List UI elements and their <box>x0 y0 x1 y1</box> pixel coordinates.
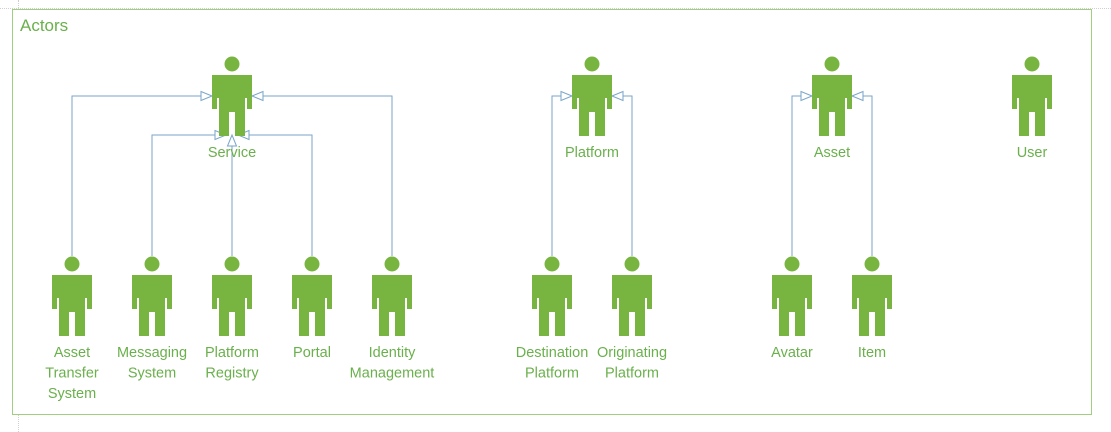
actor-portal <box>292 256 332 336</box>
actor-label-line: Avatar <box>771 345 813 361</box>
page-guide-top <box>0 8 1111 9</box>
actor-asset-transfer-system <box>52 256 92 336</box>
actor-label-line: Platform <box>605 366 659 382</box>
generalization-line <box>151 134 215 256</box>
actor-label-item: Item <box>858 345 886 361</box>
actor-label-line: Asset <box>54 345 90 361</box>
actor-user <box>1012 56 1052 136</box>
actor-body <box>772 275 812 336</box>
actor-label-line: User <box>1017 145 1048 161</box>
actor-label-line: Service <box>208 145 256 161</box>
actor-label-user: User <box>1017 145 1048 161</box>
actor-label-platform: Platform <box>565 145 619 161</box>
actor-label-line: Identity <box>369 345 416 361</box>
actor-destination-platform <box>532 256 572 336</box>
actor-identity-management <box>372 256 412 336</box>
actor-body <box>372 275 412 336</box>
generalization-line <box>263 95 393 256</box>
generalization-arrowhead <box>560 90 574 102</box>
actor-avatar <box>772 256 812 336</box>
actor-body <box>292 275 332 336</box>
generalization-line <box>863 95 873 256</box>
actor-label-line: System <box>48 386 96 402</box>
actor-label-asset: Asset <box>814 145 850 161</box>
generalization-arrowhead <box>800 90 814 102</box>
actor-body <box>812 75 852 136</box>
actor-label-line: Portal <box>293 345 331 361</box>
actor-body <box>1012 75 1052 136</box>
actor-label-line: Platform <box>565 145 619 161</box>
actor-head <box>584 56 600 72</box>
actor-body <box>612 275 652 336</box>
actor-originating-platform <box>612 256 652 336</box>
actor-label-line: Platform <box>525 366 579 382</box>
actor-head <box>224 56 240 72</box>
actor-service <box>212 56 252 136</box>
actor-body <box>132 275 172 336</box>
generalization-line <box>71 95 201 256</box>
actor-label-line: System <box>128 366 176 382</box>
generalization-arrowhead <box>250 90 264 102</box>
actor-label-portal: Portal <box>293 345 331 361</box>
actor-body <box>212 275 252 336</box>
actor-platform-registry <box>212 256 252 336</box>
actor-label-service: Service <box>208 145 256 161</box>
actor-head <box>544 256 560 272</box>
actor-head <box>864 256 880 272</box>
actor-platform <box>572 56 612 136</box>
generalization-arrowhead <box>610 90 624 102</box>
actor-label-line: Originating <box>597 345 667 361</box>
actor-head <box>824 56 840 72</box>
generalization-line <box>791 95 801 256</box>
actor-body <box>532 275 572 336</box>
frame-title: Actors <box>20 16 69 35</box>
actor-head <box>144 256 160 272</box>
actor-label-line: Messaging <box>117 345 187 361</box>
generalization-arrowhead <box>200 90 214 102</box>
actor-head <box>224 256 240 272</box>
actor-label-line: Platform <box>205 345 259 361</box>
actor-head <box>1024 56 1040 72</box>
actor-label-line: Destination <box>516 345 589 361</box>
actor-label-avatar: Avatar <box>771 345 813 361</box>
actor-label-line: Item <box>858 345 886 361</box>
actor-body <box>52 275 92 336</box>
actor-head <box>384 256 400 272</box>
actor-head <box>304 256 320 272</box>
actor-asset <box>812 56 852 136</box>
generalization-line <box>623 95 633 256</box>
generalization-line <box>551 95 561 256</box>
actor-messaging-system <box>132 256 172 336</box>
generalization-edges <box>71 90 873 256</box>
actor-head <box>64 256 80 272</box>
actor-label-line: Asset <box>814 145 850 161</box>
actor-head <box>624 256 640 272</box>
actor-label-line: Registry <box>205 366 259 382</box>
actor-head <box>784 256 800 272</box>
actor-body <box>572 75 612 136</box>
generalization-arrowhead <box>850 90 864 102</box>
actor-item <box>852 256 892 336</box>
actor-body <box>852 275 892 336</box>
actor-body <box>212 75 252 136</box>
generalization-line <box>249 134 313 256</box>
actor-label-line: Transfer <box>45 366 99 382</box>
generalization-arrowhead <box>226 133 238 147</box>
actor-label-line: Management <box>350 366 435 382</box>
